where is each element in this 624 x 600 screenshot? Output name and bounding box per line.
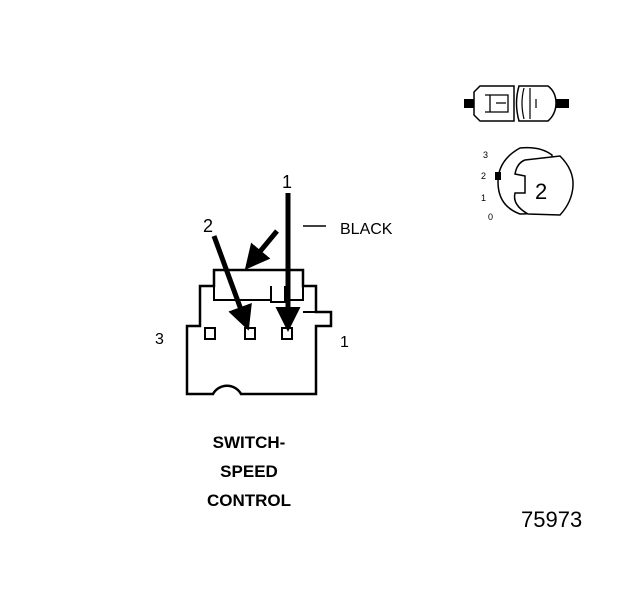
side-view-wire-right [556,99,569,108]
component-caption: SWITCH- SPEED CONTROL [207,433,291,510]
connector-right-tab [270,286,286,303]
caption-line-2: SPEED [220,462,278,481]
side-view-plug-ridges [521,87,537,120]
knob-position-0: 0 [488,212,493,222]
rotary-knob-inset: 3 2 1 0 2 [481,146,574,222]
knob-position-1: 1 [481,193,486,203]
knob-setting-label: 2 [535,179,547,204]
connector-side-view-inset [464,85,569,122]
cavity-3 [204,327,216,340]
cavity-1 [281,327,293,340]
figure-number: 75973 [521,507,582,532]
cavity-2 [244,327,256,340]
caption-line-1: SWITCH- [213,433,286,452]
black-wire-label: BLACK [340,221,393,238]
side-view-wire-left [464,99,474,108]
knob-body [513,155,574,216]
connector-latch-step [213,286,304,301]
side-view-plug-detail [485,94,509,113]
black-wire-arrow [244,229,279,270]
knob-position-3: 3 [483,150,488,160]
knob-position-2: 2 [481,171,486,181]
speed-control-connector [185,268,333,396]
cavity-1-side-label: 1 [340,334,349,351]
cavity-3-side-label: 3 [155,331,164,348]
knob-position-marker [495,172,501,180]
pin-1-label: 1 [282,172,292,192]
caption-line-3: CONTROL [207,491,291,510]
pointer-arrow-2 [211,235,252,331]
pin-2-label: 2 [203,216,213,236]
